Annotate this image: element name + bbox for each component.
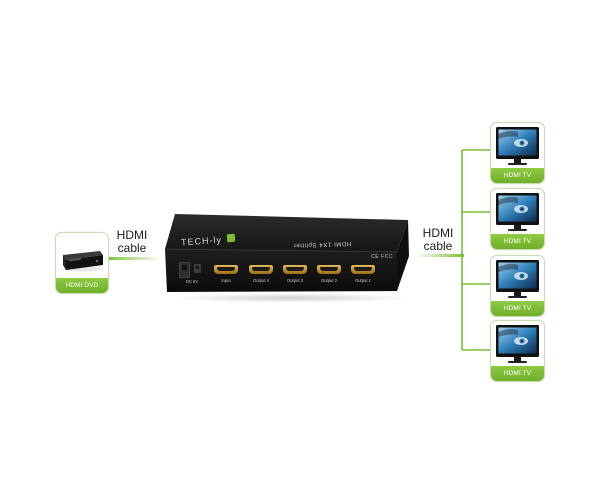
hdmi-input-port[interactable] — [214, 265, 238, 274]
dc-power-jack[interactable] — [194, 264, 201, 273]
tv-icon — [496, 127, 539, 165]
tv-card: HDMI TV — [490, 320, 545, 382]
right-cable-caption: HDMI cable — [418, 227, 458, 253]
port-label: Output 4 — [252, 278, 270, 283]
cert-marks: CE FCC — [371, 254, 394, 260]
right-cable-line — [416, 254, 464, 257]
right-cable-line2: cable — [423, 239, 453, 253]
power-label: DC 5V — [185, 279, 199, 284]
port-label: Output 3 — [286, 278, 304, 283]
hdmi-output-port[interactable] — [249, 265, 273, 274]
tv-icon — [496, 325, 539, 363]
port-label: Output 2 — [320, 278, 338, 283]
splitter-body — [165, 214, 410, 303]
left-cable-caption: HDMI cable — [112, 229, 152, 255]
hdmi-output-port[interactable] — [317, 265, 341, 274]
distribution-bus — [461, 149, 491, 351]
tv-label: HDMI TV — [491, 301, 544, 316]
hdmi-output-port[interactable] — [351, 265, 375, 274]
tv-card: HDMI TV — [490, 188, 545, 250]
hdmi-output-port[interactable] — [283, 265, 307, 274]
tv-label: HDMI TV — [491, 168, 544, 183]
left-cable-line2: cable — [117, 241, 147, 255]
power-switch[interactable] — [179, 262, 190, 278]
tv-card: HDMI TV — [490, 255, 545, 317]
tv-label: HDMI TV — [491, 366, 544, 381]
source-device-label: HDMI DVD — [56, 278, 108, 293]
source-device-card: HDMI DVD — [55, 232, 109, 294]
port-label: Output 1 — [354, 278, 372, 283]
left-cable-line1: HDMI — [116, 228, 148, 242]
left-cable-line — [106, 257, 162, 260]
hdmi-splitter-device: TECH-ly HDMI 1X4 Splitter CE FCC DC 5V I… — [165, 212, 410, 304]
tv-icon — [496, 193, 539, 231]
brand-logo-mark — [226, 233, 236, 243]
tv-icon — [496, 260, 539, 298]
dvd-player-icon — [62, 251, 103, 272]
tv-card: HDMI TV — [490, 122, 545, 184]
right-cable-line1: HDMI — [422, 226, 454, 240]
tv-label: HDMI TV — [491, 234, 544, 249]
port-label: Input — [221, 278, 231, 283]
